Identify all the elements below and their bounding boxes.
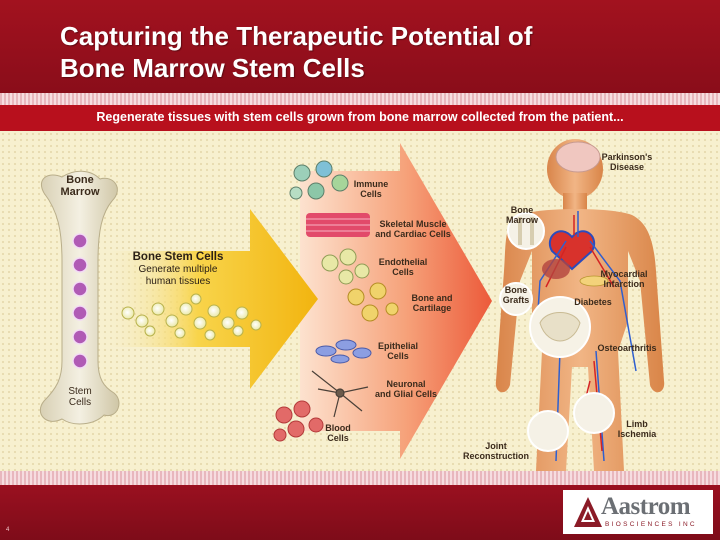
diagram-illustration bbox=[39, 139, 665, 471]
slide-title: Capturing the Therapeutic Potential of B… bbox=[60, 20, 532, 84]
immune-label-line-1: Immune bbox=[353, 179, 389, 189]
bone-label-line-1: Bone bbox=[66, 174, 94, 186]
pancreas-icon bbox=[579, 275, 609, 287]
logo-triangle-icon bbox=[574, 497, 602, 527]
limb-ischemia-label: Limb Ischemia bbox=[612, 419, 662, 439]
bone-shape bbox=[39, 170, 120, 425]
company-logo: Aastrom BIOSCIENCES INC bbox=[563, 490, 713, 534]
bone-marrow-body-label: Bone Marrow bbox=[500, 205, 544, 225]
blood-cells-illustration bbox=[273, 400, 324, 442]
neuronal-label-line-2: and Glial Cells bbox=[374, 389, 438, 399]
bone-stem-cells-title: Bone Stem Cells bbox=[132, 251, 224, 263]
parkinsons-label-line-1: Parkinson's bbox=[601, 152, 653, 162]
differentiation-arrow bbox=[100, 209, 318, 389]
epithelial-cells-illustration bbox=[315, 339, 372, 364]
neuronal-label-line-1: Neuronal bbox=[386, 379, 426, 389]
endothelial-cells-label: Endothelial Cells bbox=[374, 257, 432, 277]
bone-stem-cells-caption: Bone Stem Cells Generate multiple human … bbox=[118, 251, 238, 288]
osteoarthritis-label: Osteoarthritis bbox=[597, 343, 657, 353]
logo-subtitle: BIOSCIENCES INC bbox=[605, 521, 697, 528]
marrow-cells bbox=[72, 233, 88, 369]
parkinsons-label: Parkinson's Disease bbox=[596, 152, 658, 172]
tissue-arrow bbox=[300, 143, 492, 459]
banner-text: Regenerate tissues with stem cells grown… bbox=[96, 110, 624, 124]
joint-label-line-1: Joint bbox=[485, 441, 507, 451]
bone-cartilage-label-line-2: Cartilage bbox=[412, 303, 452, 313]
parkinsons-label-line-2: Disease bbox=[609, 162, 645, 172]
mi-label-line-1: Myocardial bbox=[600, 269, 648, 279]
limb-label-line-1: Limb bbox=[626, 419, 648, 429]
bone-cartilage-label-line-1: Bone and bbox=[411, 293, 453, 303]
page-number: 4 bbox=[6, 527, 10, 533]
stem-cells-label-line-2: Cells bbox=[68, 397, 92, 408]
endothelial-label-line-2: Cells bbox=[392, 267, 414, 277]
bone-marrow-body-label-line-1: Bone bbox=[510, 205, 534, 215]
immune-cells-illustration bbox=[289, 160, 349, 200]
blood-label-line-1: Blood bbox=[325, 423, 351, 433]
bone-label-line-2: Marrow bbox=[60, 186, 100, 198]
bone-grafts-callout bbox=[499, 282, 533, 316]
liver-icon bbox=[542, 259, 570, 279]
stem-cells-cluster bbox=[121, 293, 262, 341]
stem-cell-diagram: Bone Marrow Stem Cells Bone Stem Cells G… bbox=[0, 131, 720, 471]
neuronal-glial-label: Neuronal and Glial Cells bbox=[366, 379, 446, 399]
footer-stripe bbox=[0, 471, 720, 485]
endothelial-cells-illustration bbox=[321, 248, 370, 285]
bone-cartilage-label: Bone and Cartilage bbox=[404, 293, 460, 313]
title-line-2: Bone Marrow Stem Cells bbox=[60, 53, 365, 83]
stem-cells-label-line-1: Stem bbox=[68, 386, 92, 397]
mi-label-line-2: Infarction bbox=[603, 279, 645, 289]
diabetes-label: Diabetes bbox=[574, 297, 612, 307]
epithelial-cells-label: Epithelial Cells bbox=[370, 341, 426, 361]
epithelial-label-line-1: Epithelial bbox=[377, 341, 418, 351]
title-line-1: Capturing the Therapeutic Potential of bbox=[60, 21, 533, 51]
muscle-cells-illustration bbox=[306, 213, 370, 237]
bone-grafts-label: Bone Grafts bbox=[496, 285, 536, 305]
blood-label-line-2: Cells bbox=[327, 433, 349, 443]
joint-label-line-2: Reconstruction bbox=[462, 451, 529, 461]
knee-callout bbox=[527, 410, 569, 452]
skeletal-muscle-label: Skeletal Muscle and Cardiac Cells bbox=[370, 219, 456, 239]
blood-cells-label: Blood Cells bbox=[318, 423, 358, 443]
limb-callout bbox=[573, 392, 615, 434]
endothelial-label-line-1: Endothelial bbox=[378, 257, 428, 267]
immune-cells-label: Immune Cells bbox=[346, 179, 396, 199]
joint-reconstruction-label: Joint Reconstruction bbox=[460, 441, 532, 461]
slide-header: Capturing the Therapeutic Potential of B… bbox=[0, 0, 720, 93]
brain-icon bbox=[555, 141, 601, 173]
skeletal-label-line-1: Skeletal Muscle bbox=[379, 219, 447, 229]
subtitle-banner: Regenerate tissues with stem cells grown… bbox=[0, 105, 720, 131]
bone-cartilage-illustration bbox=[347, 282, 399, 322]
bone-marrow-body-label-line-2: Marrow bbox=[505, 215, 538, 225]
logo-wordmark: Aastrom bbox=[601, 493, 691, 520]
skeletal-label-line-2: and Cardiac Cells bbox=[375, 229, 451, 239]
limb-label-line-2: Ischemia bbox=[617, 429, 657, 439]
myocardial-infarction-label: Myocardial Infarction bbox=[596, 269, 652, 289]
heart-icon bbox=[549, 230, 595, 271]
immune-label-line-2: Cells bbox=[360, 189, 382, 199]
neuronal-cells-illustration bbox=[311, 370, 369, 418]
bone-label: Bone Marrow bbox=[56, 174, 104, 198]
blood-vessels bbox=[535, 211, 637, 462]
stem-cells-label: Stem Cells bbox=[56, 386, 104, 408]
bone-stem-cells-subtitle-1: Generate multiple bbox=[138, 264, 218, 275]
header-stripe bbox=[0, 93, 720, 105]
bone-grafts-label-line-1: Bone bbox=[504, 285, 528, 295]
bone-stem-cells-subtitle-2: human tissues bbox=[145, 276, 211, 287]
bone-marrow-callout bbox=[507, 212, 545, 250]
bone-grafts-label-line-2: Grafts bbox=[502, 295, 530, 305]
epithelial-label-line-2: Cells bbox=[387, 351, 409, 361]
